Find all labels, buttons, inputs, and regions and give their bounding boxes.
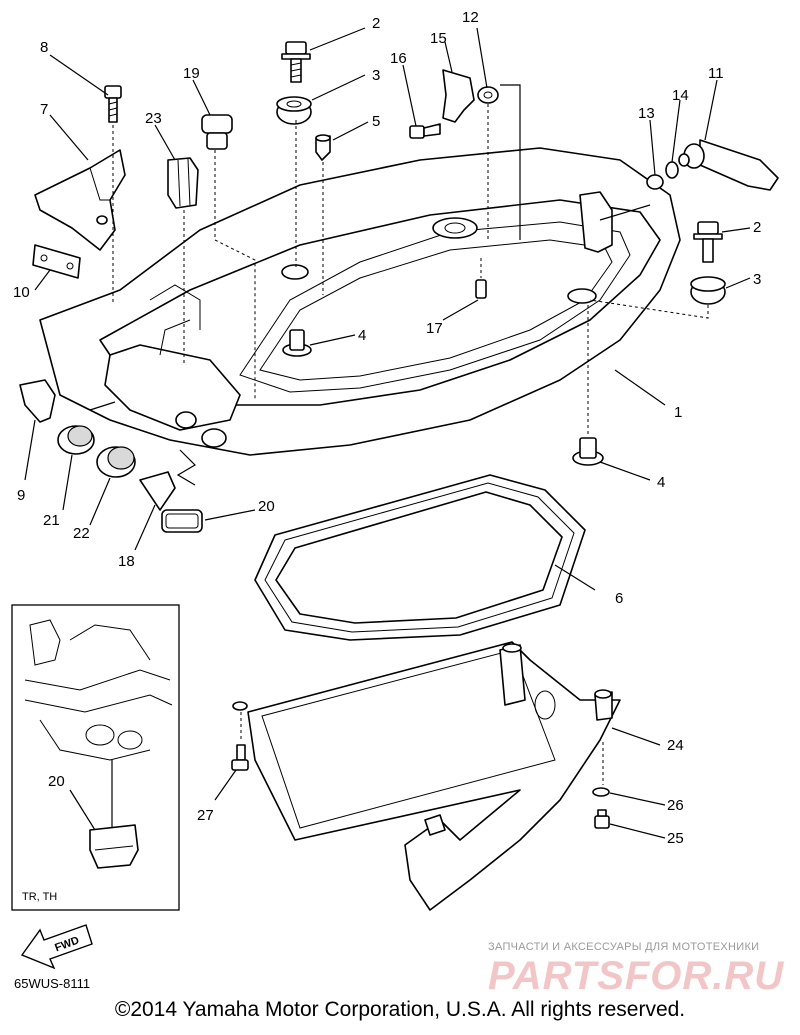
label-7: 7 <box>40 101 48 118</box>
inset-detail-box: 20 TR, TH <box>11 604 180 911</box>
nut-part-5 <box>315 134 331 161</box>
inset-model-label: TR, TH <box>22 891 57 903</box>
bottom-cowling-part <box>39 147 681 456</box>
label-14: 14 <box>672 87 689 104</box>
label-15: 15 <box>430 30 447 47</box>
cap-part-21 <box>57 425 95 455</box>
forward-arrow-icon: FWD <box>20 924 93 970</box>
apron-part <box>232 641 621 911</box>
label-19: 19 <box>183 65 200 82</box>
bracket-part-15 <box>442 69 475 123</box>
washer-part-26 <box>592 787 610 797</box>
bracket-part-7 <box>34 149 126 251</box>
bolt-part-27 <box>231 744 249 771</box>
cowling-seal-part <box>254 474 586 641</box>
label-2-top: 2 <box>372 15 380 32</box>
label-13: 13 <box>638 105 655 122</box>
clip-part-9 <box>19 379 56 423</box>
lever-part-11 <box>678 139 779 191</box>
copyright-notice: ©2014 Yamaha Motor Corporation, U.S.A. A… <box>114 998 686 1021</box>
ring-part-14 <box>665 161 679 179</box>
label-4-left: 4 <box>358 327 366 344</box>
label-20-inset: 20 <box>48 773 65 790</box>
label-12: 12 <box>462 9 479 26</box>
pin-part-17 <box>475 279 487 299</box>
label-1: 1 <box>674 404 682 421</box>
plate-part-10 <box>32 244 81 279</box>
label-20: 20 <box>258 498 275 515</box>
clip-part-23 <box>167 157 199 209</box>
cap-part-22 <box>96 446 136 478</box>
label-8: 8 <box>40 39 48 56</box>
label-26: 26 <box>667 797 684 814</box>
label-3-top: 3 <box>372 67 380 84</box>
label-6: 6 <box>615 590 623 607</box>
label-16: 16 <box>390 50 407 67</box>
label-27: 27 <box>197 807 214 824</box>
label-9: 9 <box>17 487 25 504</box>
assembly-guide-lines <box>89 84 709 785</box>
grommet-part-3-right <box>690 276 726 305</box>
grommet-part-19 <box>201 114 233 150</box>
label-3-right: 3 <box>753 271 761 288</box>
label-11: 11 <box>708 65 724 82</box>
label-25: 25 <box>667 830 684 847</box>
label-23: 23 <box>145 110 162 127</box>
screw-part-16 <box>409 123 441 139</box>
leader-lines <box>24 27 751 839</box>
bolt-part-8 <box>104 85 122 123</box>
label-21: 21 <box>43 512 60 529</box>
bushing-part-12 <box>477 86 499 104</box>
grommet-part-20 <box>161 509 203 533</box>
watermark-tagline: ЗАПЧАСТИ И АКСЕССУАРЫ ДЛЯ МОТОТЕХНИКИ <box>488 941 760 953</box>
grommet-part-3-top <box>276 96 312 125</box>
label-5: 5 <box>372 113 380 130</box>
bolt-part-25 <box>594 809 610 829</box>
label-18: 18 <box>118 553 135 570</box>
collar-part-4-right <box>572 437 604 466</box>
label-4-right: 4 <box>657 474 665 491</box>
diagram-part-code: 65WUS-8111 <box>14 976 91 991</box>
label-2-right: 2 <box>753 219 761 236</box>
label-17: 17 <box>426 320 443 337</box>
label-22: 22 <box>73 525 90 542</box>
collar-part-4-left <box>282 329 312 357</box>
watermark-logo: PARTSFOR.RU <box>488 954 785 998</box>
part-number-labels: 2 3 5 8 7 23 19 10 9 21 22 18 20 6 1 4 4… <box>13 9 761 847</box>
bushing-part-13 <box>646 174 664 190</box>
plug-part-18 <box>139 471 176 511</box>
label-10: 10 <box>13 284 30 301</box>
bolt-part-2-right <box>693 221 723 263</box>
bolt-part-2-top <box>281 41 311 83</box>
label-24: 24 <box>667 737 684 754</box>
